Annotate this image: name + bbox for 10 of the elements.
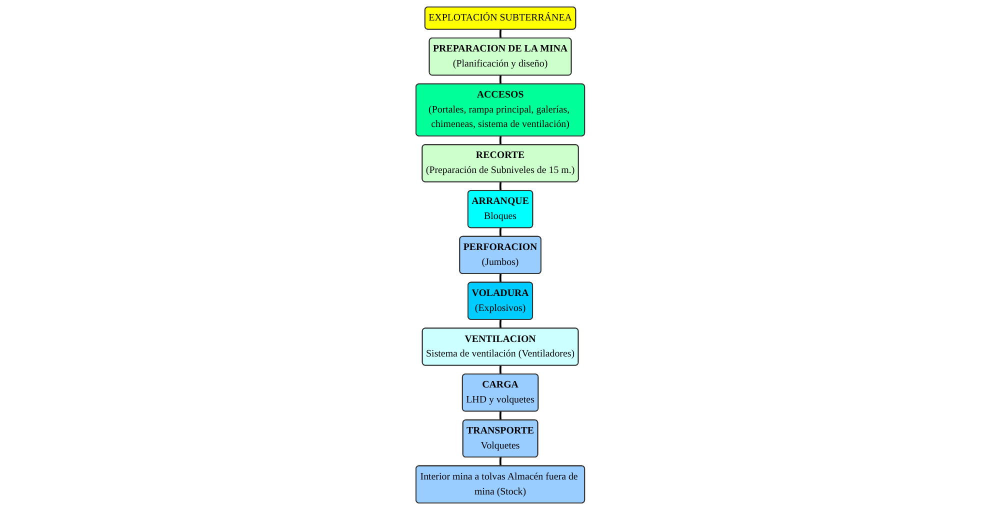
connector [499,136,502,146]
connector [499,228,502,237]
connector [499,411,502,420]
connector [499,457,502,466]
connector [499,365,502,374]
connector [499,75,502,84]
connector [499,320,502,329]
connector [499,274,502,283]
connector [499,182,502,191]
connector [499,29,502,38]
